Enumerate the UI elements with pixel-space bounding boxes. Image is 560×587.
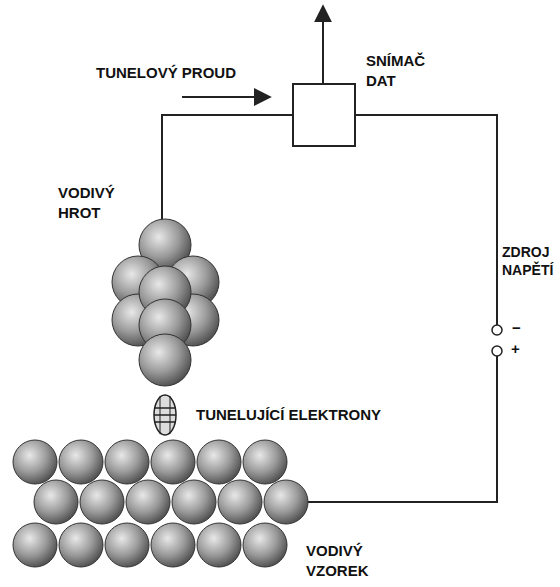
sample-atom [151, 440, 195, 484]
terminal-minus [492, 325, 502, 335]
sample-atom [197, 440, 241, 484]
current-label: TUNELOVÝ PROUD [96, 63, 236, 83]
tunneling-electrons [154, 395, 176, 435]
sample-atom [243, 440, 287, 484]
source-label: ZDROJ NAPĚTÍ [502, 243, 553, 279]
sample-atom [105, 523, 149, 567]
polarity-sign: + [511, 339, 520, 359]
sample-atom [172, 480, 216, 524]
sample-atom [13, 440, 57, 484]
sample-atom [59, 440, 103, 484]
data-sensor-box: SNÍMAČ DAT [292, 83, 356, 147]
wire-to-tip [162, 115, 292, 222]
output-arrow [322, 6, 324, 83]
electrons-label: TUNELUJÍCÍ ELEKTRONY [196, 405, 381, 425]
tip-atom [139, 334, 191, 386]
tip-atoms [112, 219, 219, 386]
circuit-wires [162, 115, 497, 502]
sample-atom [243, 523, 287, 567]
polarity-sign: − [512, 318, 521, 338]
wire-to-source [356, 115, 497, 325]
sample-atom [80, 480, 124, 524]
node-label: SNÍMAČ DAT [366, 51, 425, 90]
sample-atom [126, 480, 170, 524]
current-arrow [182, 96, 270, 98]
tip-label: VODIVÝ HROT [58, 183, 115, 222]
sample-label: VODIVÝ VZOREK [306, 541, 369, 580]
wire-to-sample [300, 356, 497, 502]
terminal-plus [492, 346, 502, 356]
sample-atom [34, 480, 78, 524]
sample-atom [105, 440, 149, 484]
sample-atom [218, 480, 262, 524]
sample-atom [59, 523, 103, 567]
sample-atom [13, 523, 57, 567]
sample-atom [151, 523, 195, 567]
sample-atoms [13, 440, 308, 567]
sample-atom [264, 480, 308, 524]
sample-atom [197, 523, 241, 567]
